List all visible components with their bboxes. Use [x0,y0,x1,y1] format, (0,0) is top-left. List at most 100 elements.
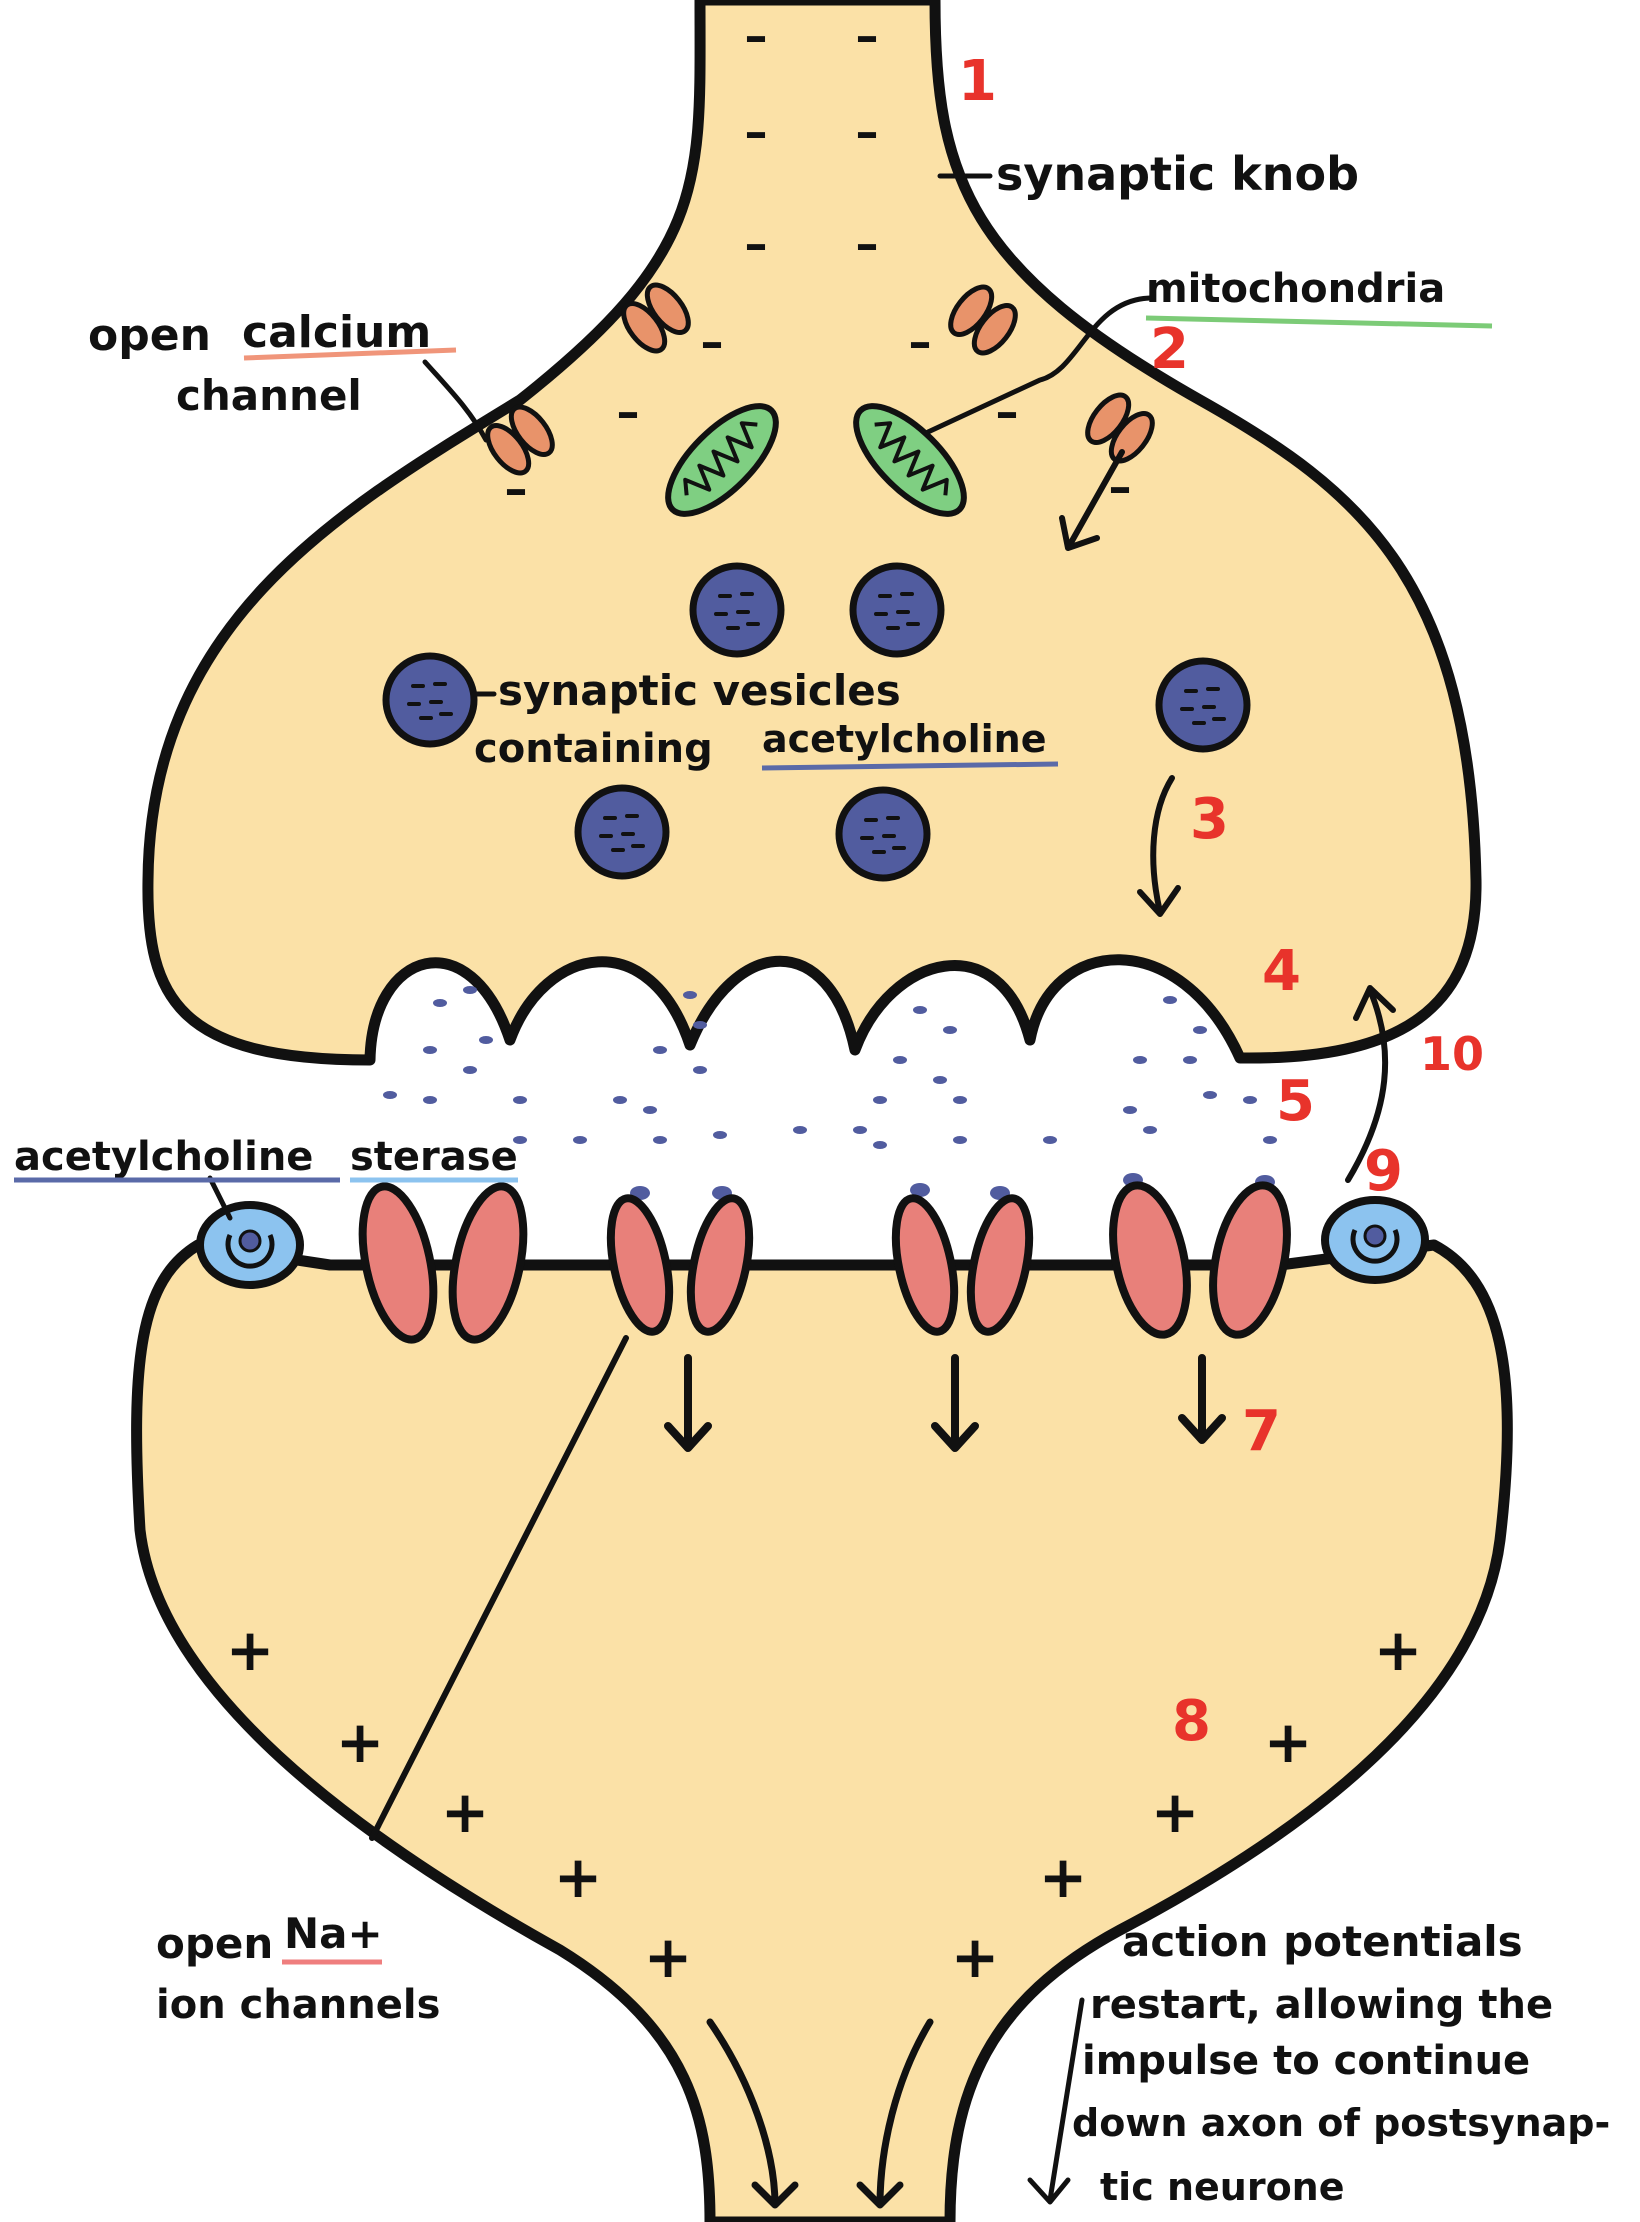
step-number-2: 2 [1150,317,1189,382]
vesicle-content [411,684,425,688]
vesicle-content [718,594,732,598]
vesicle-content [746,622,760,626]
vesicle-content [736,610,750,614]
vesicle-content [599,834,613,838]
calcium-channel-subunit [971,303,1018,356]
negative-charge: – [505,462,528,516]
acetylcholine-molecule [1143,1126,1157,1134]
leader-calcium [422,359,489,443]
negative-charge: – [856,105,879,159]
acetylcholine-in-site [238,1229,262,1253]
acetylcholine-molecule [513,1096,527,1104]
acetylcholine-molecule [953,1096,967,1104]
acetylcholine-molecule [1263,1136,1277,1144]
calcium-channel [621,282,691,354]
vesicles-label-acetylcholine: acetylcholine [762,717,1046,761]
acetylcholine-molecule [793,1126,807,1134]
negative-charge: – [617,385,640,439]
positive-charge: + [336,1708,385,1776]
positive-charge: + [226,1616,275,1684]
calcium-influx-arrow [1059,449,1125,551]
synaptic-vesicle [382,652,478,748]
na-label-ion-channels: ion channels [156,1982,440,2028]
calcium-channel [948,284,1018,356]
vesicle-content [419,716,433,720]
negative-charge: – [745,105,768,159]
acetylcholine-bound [910,1183,930,1197]
acetylcholine-molecule [1043,1136,1057,1144]
negative-charge: – [909,315,932,369]
vesicle-content [872,850,886,854]
calcium-channel-subunit [508,404,555,457]
acetylcholine-molecule [943,1026,957,1034]
synaptic-vesicle [835,786,931,882]
synaptic-vesicle [849,562,945,658]
na-ion-channel [358,1182,528,1344]
acetylcholinesterase-enzyme [196,1201,304,1289]
step-number-9: 9 [1364,1139,1403,1204]
acetylcholine-molecule [513,1136,527,1144]
acetylcholine-molecule [433,999,447,1007]
leader-ache [207,1175,233,1221]
mitochondrion-membrane [853,403,967,517]
calcium-underline [243,347,457,361]
na-ion-channel [606,1194,754,1336]
ap-label-line1: action potentials [1122,1917,1523,1966]
vesicle-content [886,816,900,820]
acetylcholine-molecule [913,1006,927,1014]
acetylcholine-molecule [653,1046,667,1054]
vesicle-content [900,592,914,596]
acetylcholine-molecule [1163,996,1177,1004]
mitochondrion [853,403,967,517]
na-channel-subunit [1109,1181,1191,1339]
vesicle-content [407,702,421,706]
na-channel-subunit [606,1194,674,1336]
vesicle-content [1206,687,1220,691]
acetylcholine-molecule [953,1136,967,1144]
acetylcholine-molecule [873,1141,887,1149]
vesicle-content [906,622,920,626]
synaptic-vesicle [574,784,670,880]
vesicle-membrane [849,562,945,658]
ap-label-line5: tic neurone [1100,2165,1345,2209]
presynaptic-knob [142,0,1482,1066]
vesicle-membrane [1155,657,1251,753]
vesicle-movement-arrow [1137,775,1181,917]
ion-influx-arrow [664,1354,712,1452]
impulse-arrow [856,2018,934,2209]
vesicle-content [864,818,878,822]
vesicle-content [882,834,896,838]
vesicle-content [714,612,728,616]
positive-charge: + [1374,1616,1423,1684]
positive-charge: + [951,1923,1000,1991]
step-number-8: 8 [1172,1689,1211,1754]
cristae [683,421,758,496]
acetylcholine-molecule [383,1091,397,1099]
ache-label-sterase: sterase [350,1134,518,1180]
ap-label-line4: down axon of postsynap- [1072,2101,1610,2145]
vesicle-content [860,836,874,840]
vesicle-content [1180,707,1194,711]
vesicles-label-containing: containing [474,726,713,772]
open-calcium-label-open: open [88,310,211,361]
step-number-7: 7 [1242,1399,1281,1464]
acetylcholine-molecule [1203,1091,1217,1099]
cristae [874,421,949,496]
acetylcholine-molecule [693,1021,707,1029]
recycling-arrow [1345,985,1396,1183]
vesicle-membrane [574,784,670,880]
vesicle-membrane [689,562,785,658]
mitochondrion-membrane [665,403,779,517]
vesicle-content [1192,721,1206,725]
step-number-4: 4 [1262,939,1301,1004]
negative-charge: – [856,9,879,63]
acetylcholine-molecule [573,1136,587,1144]
calcium-channel-subunit [644,282,691,335]
acetylcholine-molecule [463,1066,477,1074]
positive-charge: + [644,1923,693,1991]
vesicle-content [625,814,639,818]
ache-label-acetylcholine: acetylcholine [14,1134,313,1180]
na-channel-subunit [891,1194,959,1336]
vesicle-content [603,816,617,820]
